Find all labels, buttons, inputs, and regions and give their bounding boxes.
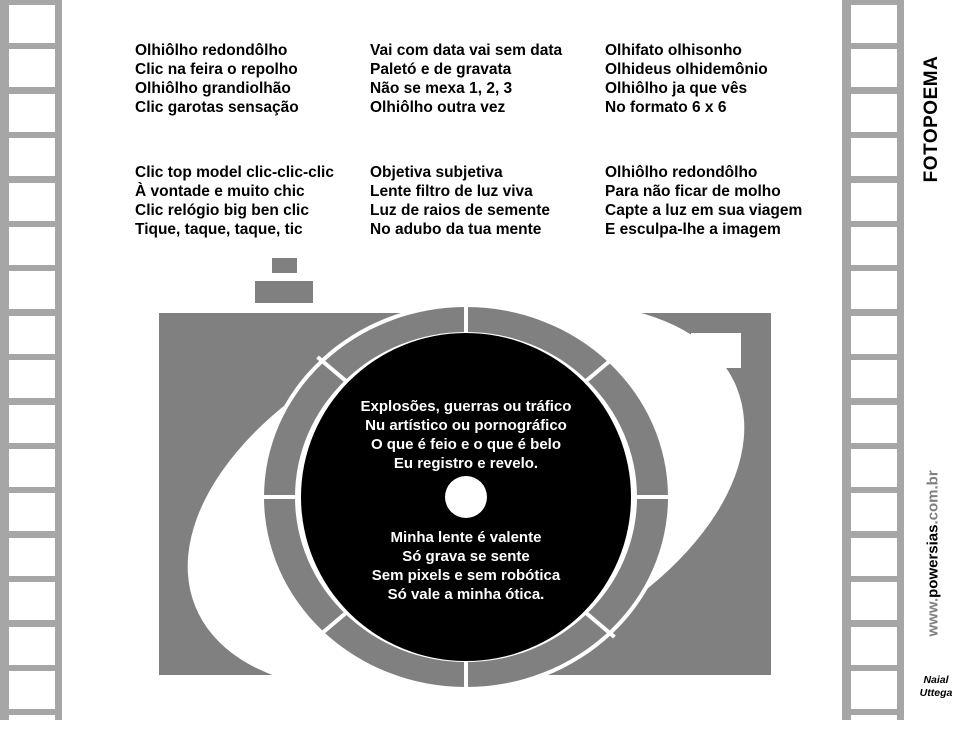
- verse: Eu registro e revelo.: [393, 455, 539, 472]
- film-sprocket-frame: [9, 582, 55, 621]
- ring-gap: [316, 608, 351, 639]
- film-sprocket-frame: [9, 449, 55, 487]
- page-title: FOTOPOEMA: [921, 55, 942, 183]
- verse: Minha lente é valente: [390, 529, 542, 546]
- verse: No adubo da tua mente: [370, 221, 542, 238]
- verse: Clic garotas sensação: [135, 99, 299, 116]
- verse: Olhideus olhidemônio: [605, 61, 768, 78]
- site-prefix: www.: [924, 597, 942, 637]
- camera-flash-housing: [255, 281, 313, 303]
- stanza-4: Clic top model clic-clic-clic À vontade e…: [135, 163, 334, 239]
- verse: Olhiôlho grandiolhão: [135, 80, 291, 97]
- verse: Olhiôlho redondôlho: [605, 164, 758, 181]
- verse: Capte a luz em sua viagem: [605, 202, 803, 219]
- camera-top-knob: [272, 258, 297, 273]
- film-sprocket-frame: [9, 626, 55, 665]
- film-sprocket-frame: [851, 49, 897, 88]
- film-sprocket-frame: [9, 315, 55, 354]
- film-sprocket-frame: [9, 49, 55, 88]
- verse: Paletó e de gravata: [370, 61, 512, 78]
- verse: O que é feio e o que é belo: [370, 436, 562, 453]
- verse: Clic na feira o repolho: [135, 61, 298, 78]
- film-sprocket-frame: [9, 537, 55, 576]
- film-sprocket-frame: [9, 404, 55, 443]
- film-sprocket-frame: [9, 138, 55, 177]
- camera-illustration: [159, 258, 771, 695]
- film-sprocket-frame: [851, 360, 897, 399]
- film-strip-left: [0, 0, 62, 753]
- verse: Vai com data vai sem data: [370, 42, 563, 59]
- verse: No formato 6 x 6: [605, 99, 727, 116]
- film-sprocket-frame: [9, 271, 55, 310]
- verse: Objetiva subjetiva: [370, 164, 503, 181]
- website-link[interactable]: www.powersias.com.br: [924, 470, 942, 637]
- film-sprocket-frame: [9, 671, 55, 709]
- film-sprocket-frame: [851, 582, 897, 621]
- verse: Olhiôlho outra vez: [370, 99, 506, 116]
- verse: À vontade e muito chic: [135, 183, 305, 200]
- film-sprocket-frame: [851, 537, 897, 576]
- verse: Luz de raios de semente: [370, 202, 551, 219]
- verse: Olhiôlho ja que vês: [605, 80, 748, 97]
- film-sprocket-frame: [851, 626, 897, 665]
- film-sprocket-frame: [851, 271, 897, 310]
- film-sprocket-frame: [851, 138, 897, 177]
- film-sprocket-frame: [9, 360, 55, 399]
- film-sprocket-frame: [851, 227, 897, 265]
- verse: Olhiôlho redondôlho: [135, 42, 288, 59]
- film-sprocket-frame: [851, 5, 897, 43]
- film-sprocket-frame: [851, 93, 897, 132]
- verse: Só grava se sente: [402, 548, 530, 565]
- film-sprocket-frame: [851, 315, 897, 354]
- verse: Sem pixels e sem robótica: [371, 567, 561, 584]
- verse: E esculpa-lhe a imagem: [605, 221, 781, 238]
- verse: Nu artístico ou pornográfico: [365, 417, 567, 434]
- ring-gap: [581, 355, 616, 386]
- lens-center-dot: [445, 476, 487, 518]
- author-first-name: Naial: [923, 674, 949, 686]
- verse: Não se mexa 1, 2, 3: [370, 80, 513, 97]
- film-sprocket-frame: [851, 493, 897, 532]
- film-sprocket-frame: [851, 449, 897, 487]
- film-sprocket-frame: [9, 493, 55, 532]
- verse: Só vale a minha ótica.: [387, 586, 545, 603]
- ring-gap: [581, 608, 616, 639]
- film-sprocket-frame: [851, 715, 897, 753]
- film-strip-right: [842, 0, 904, 753]
- site-name: powersias: [924, 524, 942, 598]
- verse: Tique, taque, taque, tic: [135, 221, 303, 238]
- film-sprocket-frame: [9, 5, 55, 43]
- verse: Clic relógio big ben clic: [135, 202, 309, 219]
- lens-ring-segment-gaps: [256, 299, 676, 695]
- verse: Explosões, guerras ou tráfico: [360, 398, 572, 415]
- ring-gap: [316, 355, 351, 386]
- verse: Olhifato olhisonho: [605, 42, 742, 59]
- lens-verse-top: Explosões, guerras ou tráfico Nu artístic…: [300, 397, 632, 473]
- film-sprocket-frame: [9, 227, 55, 265]
- film-sprocket-frame: [9, 182, 55, 221]
- film-sprocket-frame: [851, 182, 897, 221]
- verse: Para não ficar de molho: [605, 183, 781, 200]
- film-sprocket-frame: [851, 671, 897, 709]
- film-sprocket-frame: [851, 404, 897, 443]
- verse: Clic top model clic-clic-clic: [135, 164, 334, 181]
- author-last-name: Uttega: [919, 687, 953, 699]
- film-sprocket-frame: [9, 93, 55, 132]
- verse: Lente filtro de luz viva: [370, 183, 533, 200]
- site-suffix: .com.br: [924, 470, 942, 525]
- film-sprocket-frame: [9, 715, 55, 753]
